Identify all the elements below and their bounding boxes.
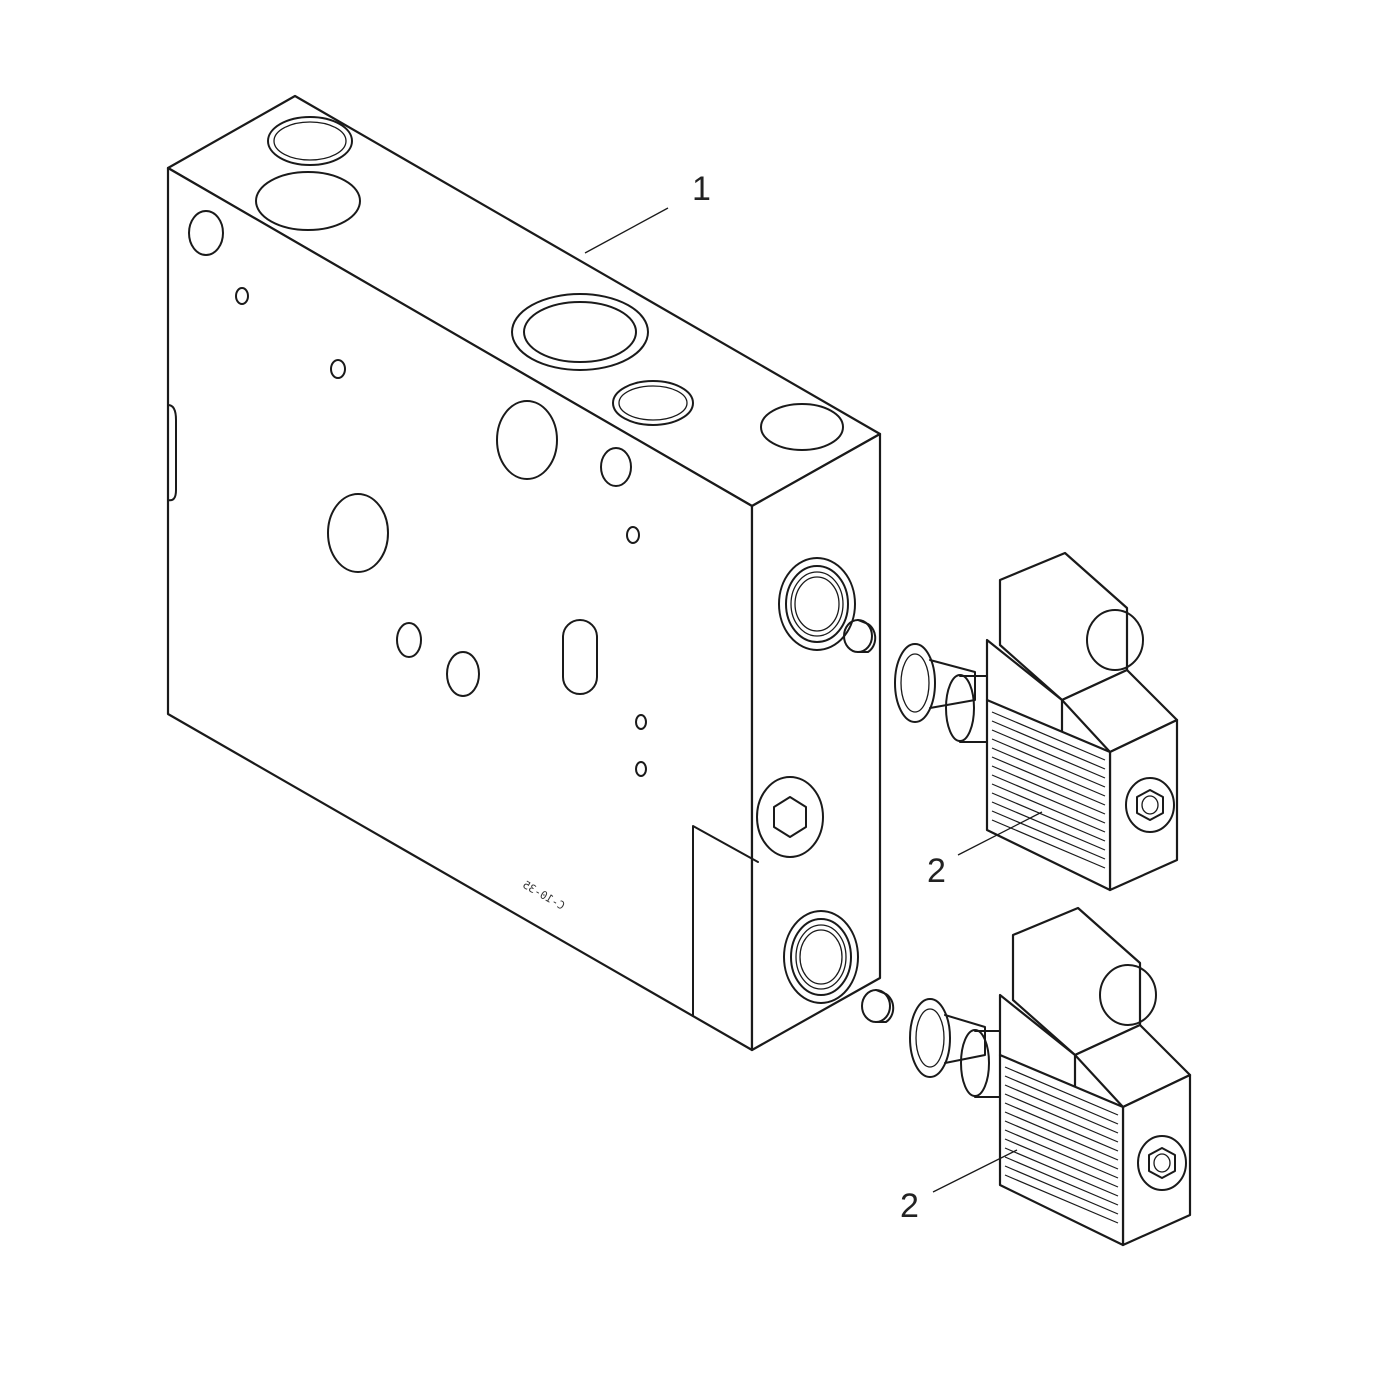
coil-body-lower <box>998 906 1192 1247</box>
block-side-face <box>750 432 882 1052</box>
coil-body-upper <box>985 551 1179 892</box>
callout-1: 1 <box>584 170 711 254</box>
cartridge-upper <box>894 643 991 743</box>
callout-label-1: 1 <box>692 170 711 208</box>
callout-2-lower: 2 <box>900 1149 1018 1225</box>
solenoid-valve-lower <box>861 906 1192 1247</box>
sleeve-fitting-lower <box>861 989 895 1023</box>
front-face-ports <box>167 210 759 1017</box>
solenoid-valve-upper <box>843 551 1179 892</box>
top-face-ports <box>255 116 844 451</box>
callout-label-2-upper: 2 <box>927 852 946 890</box>
callout-2-upper: 2 <box>927 811 1043 890</box>
cartridge-lower <box>909 998 1003 1098</box>
sleeve-fitting-upper <box>843 619 877 653</box>
callout-label-2-lower: 2 <box>900 1187 919 1225</box>
manifold-block: C-10-35 <box>166 94 882 1052</box>
side-face-ports <box>756 557 859 1004</box>
coil-fins-lower <box>1004 1066 1119 1224</box>
